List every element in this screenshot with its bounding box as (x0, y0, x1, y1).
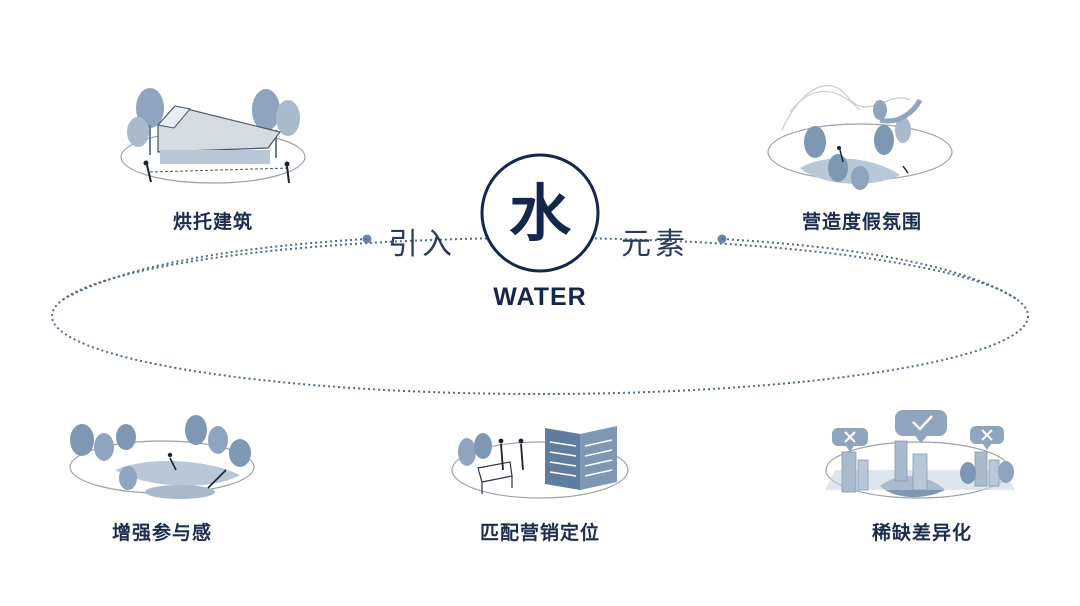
left-connector-arc (61, 238, 368, 301)
node-label-scarcity: 稀缺差异化 (871, 522, 973, 544)
water-character: 水 (508, 177, 572, 250)
node-label-participation: 增强参与感 (111, 522, 213, 544)
scarcity-comparison-icon (825, 410, 1015, 499)
node-label-marketing: 匹配营销定位 (479, 522, 601, 544)
right-connector-arc (721, 238, 1019, 301)
element-text: 元素 (621, 227, 689, 262)
building-in-trees-icon (120, 88, 306, 184)
node-label-building: 烘托建筑 (172, 211, 254, 233)
marketing-book-icon (451, 426, 629, 499)
introduce-text: 引入 (388, 227, 456, 262)
node-label-resort: 营造度假氛围 (801, 211, 923, 233)
water-play-icon (69, 415, 255, 499)
resort-landscape-icon (767, 85, 953, 190)
water-wordmark: WATER (493, 283, 587, 311)
water-emblem-ring (480, 153, 600, 273)
